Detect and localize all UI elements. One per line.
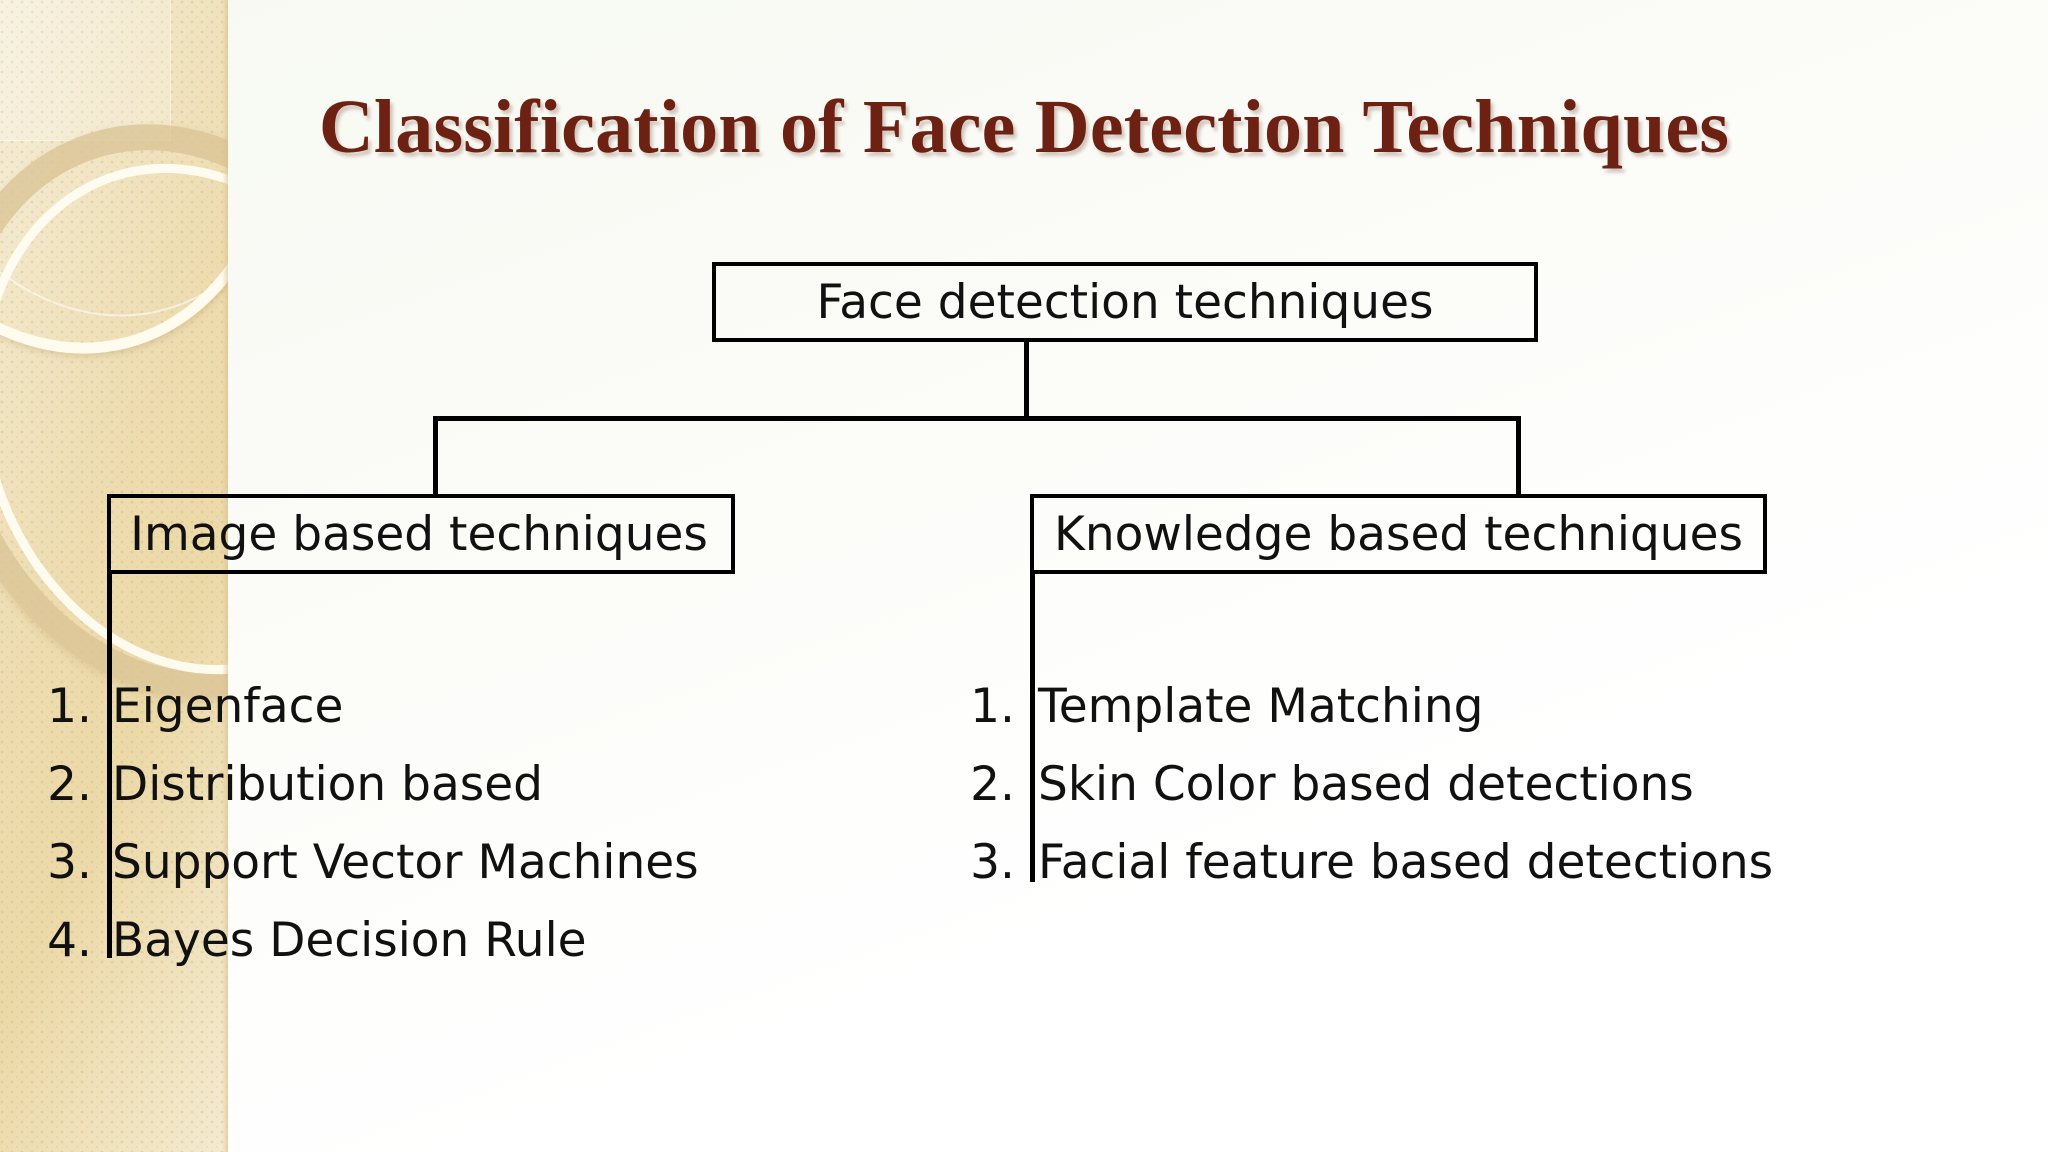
list-item-number: 4. — [47, 913, 92, 968]
dotted-texture-overlay — [0, 0, 228, 1152]
connector-root-stem — [1024, 342, 1029, 420]
list-item-label: Support Vector Machines — [112, 835, 699, 890]
list-item-number: 1. — [970, 679, 1015, 734]
decorative-corner-panel — [0, 0, 171, 141]
node-root-label: Face detection techniques — [816, 274, 1434, 330]
band-edge-shadow — [222, 0, 228, 1152]
connector-right-drop — [1516, 416, 1521, 498]
page-title: Classification of Face Detection Techniq… — [318, 85, 1730, 169]
list-item-number: 3. — [970, 835, 1015, 890]
list-item-label: Skin Color based detections — [1038, 757, 1694, 812]
node-image-based-techniques: Image based techniques — [107, 494, 735, 574]
list-item-number: 1. — [47, 679, 92, 734]
list-item-label: Facial feature based detections — [1038, 835, 1774, 890]
list-item-label: Eigenface — [112, 679, 344, 734]
list-item-number: 2. — [47, 757, 92, 812]
connector-left-spine — [107, 572, 112, 958]
list-item-label: Template Matching — [1038, 679, 1484, 734]
list-item-label: Bayes Decision Rule — [112, 913, 587, 968]
node-knowledge-based-label: Knowledge based techniques — [1054, 506, 1743, 562]
node-knowledge-based-techniques: Knowledge based techniques — [1030, 494, 1767, 574]
list-item-number: 3. — [47, 835, 92, 890]
decorative-side-band — [0, 0, 228, 1152]
connector-right-spine — [1030, 572, 1035, 882]
connector-crossbar — [433, 416, 1521, 421]
list-item-label: Distribution based — [112, 757, 544, 812]
node-image-based-label: Image based techniques — [130, 506, 708, 562]
connector-left-drop — [433, 416, 438, 498]
list-item-number: 2. — [970, 757, 1015, 812]
node-face-detection-techniques: Face detection techniques — [712, 262, 1538, 342]
